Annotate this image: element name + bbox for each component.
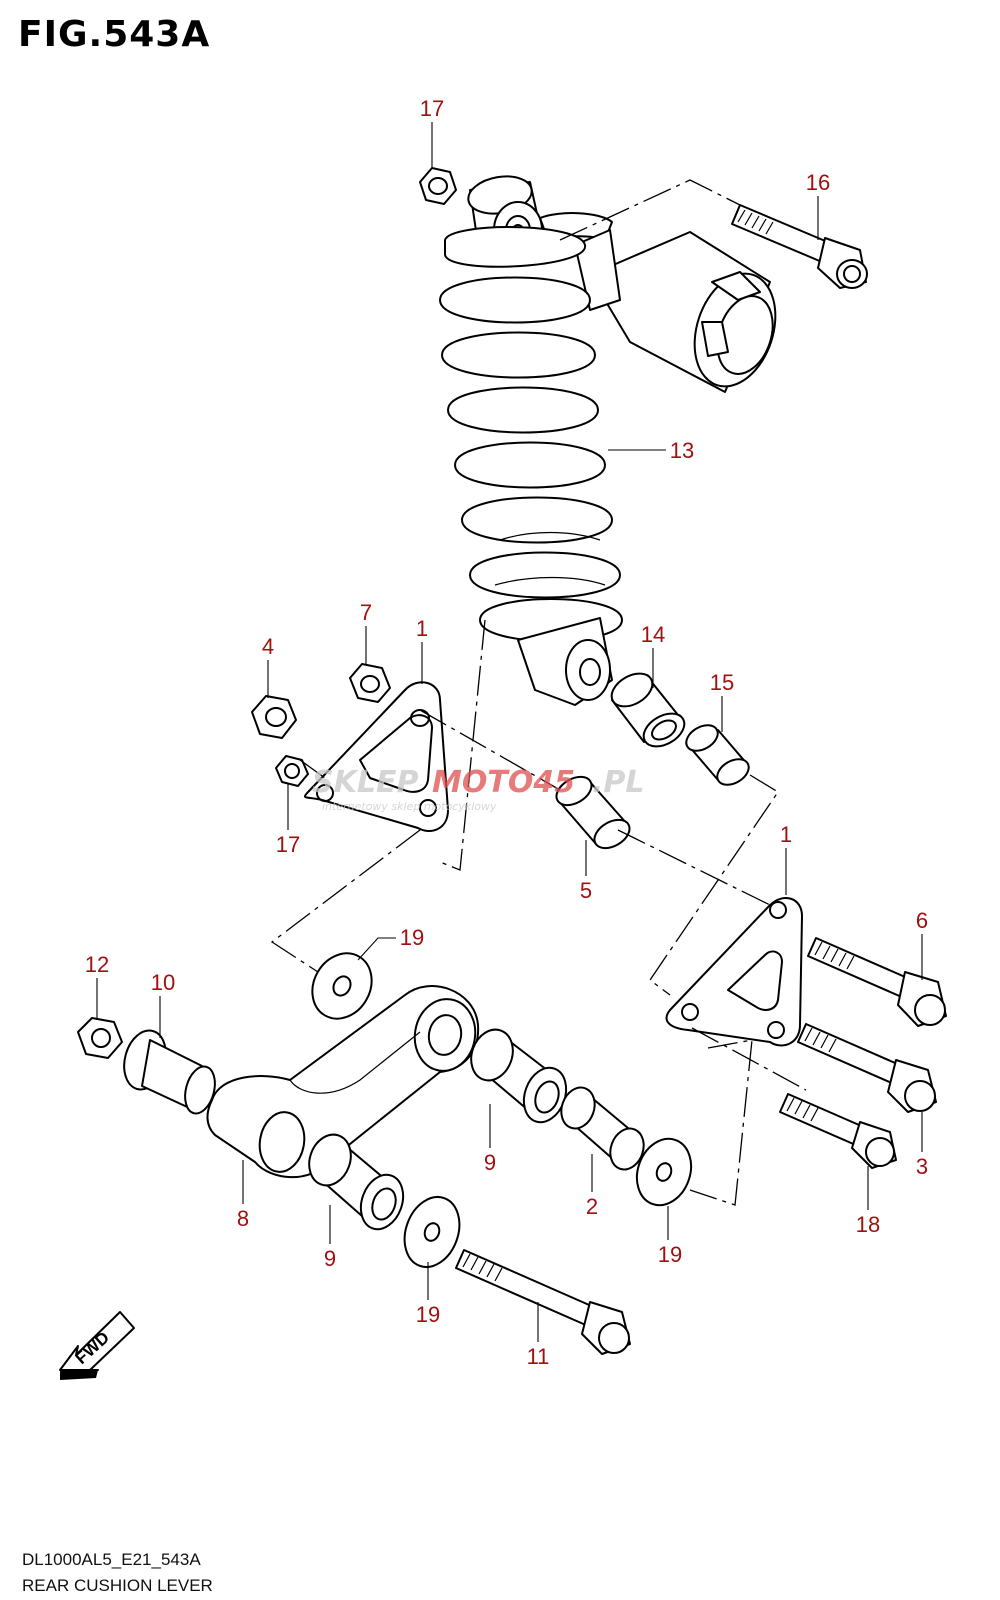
plate-1-left bbox=[303, 681, 449, 832]
callout-9-right: 9 bbox=[484, 1150, 496, 1175]
rear-shock-absorber bbox=[439, 175, 777, 706]
figure-title: FIG.543A bbox=[18, 14, 211, 55]
watermark-brand-suffix: .PL bbox=[592, 765, 645, 800]
spacer-15 bbox=[685, 724, 750, 786]
callout-labels: 17 16 13 7 1 4 14 15 17 5 1 6 12 10 19 8… bbox=[85, 96, 928, 1369]
callout-14: 14 bbox=[641, 622, 665, 647]
callout-17-lower: 17 bbox=[276, 832, 300, 857]
callout-16: 16 bbox=[806, 170, 830, 195]
callout-4: 4 bbox=[262, 634, 274, 659]
bolt-11 bbox=[455, 1249, 631, 1355]
model-code: DL1000AL5_E21_543A bbox=[22, 1550, 201, 1569]
fwd-direction-badge: FWD bbox=[59, 1311, 135, 1380]
callout-18: 18 bbox=[856, 1212, 880, 1237]
bearing-9-right bbox=[470, 1028, 568, 1124]
callout-13: 13 bbox=[670, 438, 694, 463]
callout-7: 7 bbox=[360, 600, 372, 625]
nut-12 bbox=[77, 1017, 123, 1059]
nut-17-top bbox=[419, 167, 457, 205]
collar-10 bbox=[123, 1029, 216, 1115]
callout-1-left: 1 bbox=[416, 616, 428, 641]
bolt-16 bbox=[731, 204, 868, 289]
washer-19-top bbox=[311, 952, 373, 1020]
watermark-brand-grey: SKLEP bbox=[312, 765, 418, 800]
callout-6: 6 bbox=[916, 908, 928, 933]
nut-7 bbox=[349, 663, 391, 703]
callout-10: 10 bbox=[151, 970, 175, 995]
nut-17-lower bbox=[275, 755, 309, 787]
callout-2: 2 bbox=[586, 1194, 598, 1219]
callout-8: 8 bbox=[237, 1206, 249, 1231]
callout-17-top: 17 bbox=[420, 96, 444, 121]
callout-19-top: 19 bbox=[400, 925, 424, 950]
callout-12: 12 bbox=[85, 952, 109, 977]
callout-3: 3 bbox=[916, 1154, 928, 1179]
cushion-lever-8 bbox=[206, 985, 480, 1179]
washer-19-bottom bbox=[403, 1196, 461, 1268]
spacer-5 bbox=[555, 775, 631, 850]
spacer-2 bbox=[560, 1086, 645, 1171]
callout-19-bottom: 19 bbox=[416, 1302, 440, 1327]
callout-11: 11 bbox=[527, 1344, 550, 1369]
assembly-lines bbox=[270, 179, 807, 1206]
watermark: SKLEP MOTO45 .PL internetowy sklep motoc… bbox=[312, 765, 645, 813]
bearing-9-left bbox=[308, 1133, 405, 1231]
bolt-6 bbox=[807, 937, 947, 1027]
callout-1-right: 1 bbox=[780, 822, 792, 847]
bearing-14 bbox=[610, 672, 686, 748]
callout-5: 5 bbox=[580, 878, 592, 903]
watermark-brand-red: MOTO45 bbox=[432, 765, 575, 800]
callout-15: 15 bbox=[710, 670, 734, 695]
watermark-tagline: internetowy sklep motocyklowy bbox=[322, 800, 497, 813]
nut-4 bbox=[251, 695, 297, 739]
plate-1-right bbox=[665, 897, 803, 1047]
callout-9-left: 9 bbox=[324, 1246, 336, 1271]
leader-lines bbox=[96, 122, 923, 1342]
figure-name: REAR CUSHION LEVER bbox=[22, 1576, 213, 1595]
bolt-3 bbox=[797, 1023, 937, 1113]
callout-19-right: 19 bbox=[658, 1242, 682, 1267]
bolt-18 bbox=[779, 1093, 897, 1169]
washer-19-right bbox=[635, 1137, 693, 1207]
